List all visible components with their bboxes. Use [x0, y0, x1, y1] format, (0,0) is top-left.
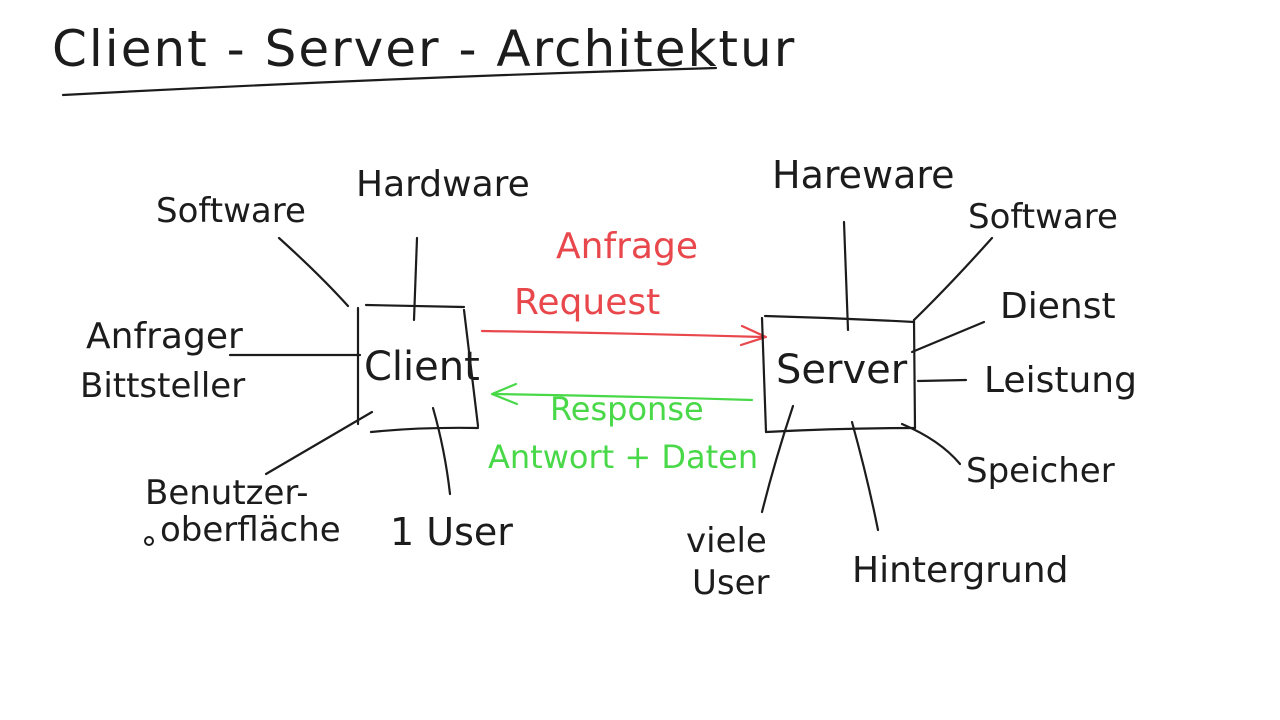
server-software-label: Software [968, 197, 1118, 237]
server-leistung-label: Leistung [984, 360, 1137, 401]
server-dienst-line [910, 320, 986, 354]
server-speicher-line [900, 422, 962, 466]
server-box [760, 314, 917, 434]
client-anfrager-label: Anfrager [86, 316, 243, 357]
client-ui-label-line1: Benutzer- [145, 473, 309, 513]
client-ui-line [264, 410, 374, 476]
server-hardware-label: Hareware [772, 153, 955, 197]
response-label-de: Antwort + Daten [488, 438, 758, 476]
request-label-de: Anfrage [556, 226, 698, 267]
client-user-line [431, 406, 452, 496]
server-users-label-line1: viele [686, 521, 767, 561]
server-software-line [912, 236, 994, 322]
server-users-label-line2: User [692, 563, 770, 603]
server-leistung-line [916, 378, 968, 383]
server-users-line [760, 404, 795, 514]
bullet-dot [144, 536, 154, 546]
client-user-label: 1 User [390, 510, 513, 554]
title-underline [61, 66, 718, 97]
request-label-en: Request [514, 282, 660, 323]
server-hardware-line [842, 220, 850, 332]
client-hardware-line [412, 236, 419, 322]
client-bittsteller-label: Bittsteller [80, 366, 245, 406]
response-label-en: Response [550, 390, 704, 428]
client-software-line [277, 236, 350, 308]
server-speicher-label: Speicher [966, 451, 1115, 491]
client-software-label: Software [156, 191, 306, 231]
server-hintergrund-line [850, 420, 880, 532]
client-ui-label-line2: oberfläche [160, 510, 341, 550]
response-arrow [490, 382, 754, 406]
server-dienst-label: Dienst [1000, 286, 1116, 327]
server-label: Server [776, 347, 908, 393]
server-hintergrund-label: Hintergrund [852, 550, 1068, 591]
request-arrow [480, 324, 768, 347]
client-label: Client [364, 344, 480, 390]
client-hardware-label: Hardware [356, 164, 530, 205]
